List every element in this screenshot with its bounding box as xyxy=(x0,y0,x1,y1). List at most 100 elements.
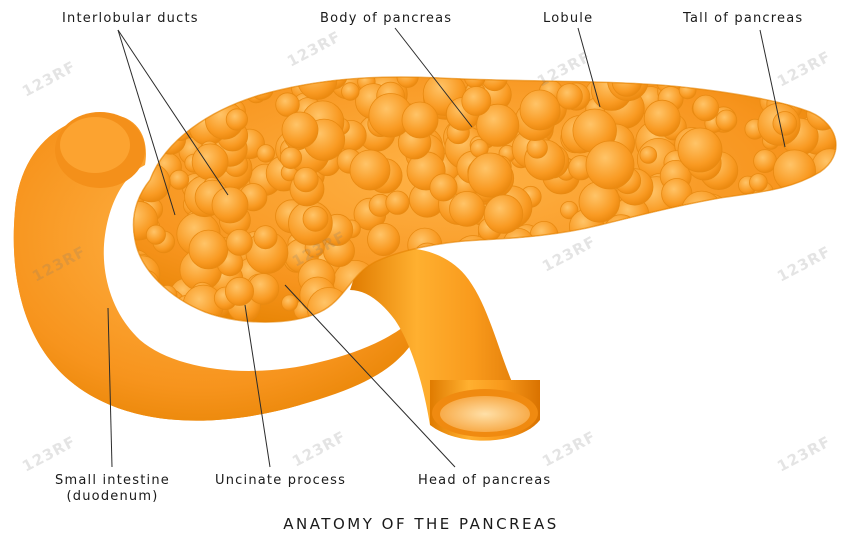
lobule-cell xyxy=(618,250,655,287)
lobule-cell xyxy=(649,223,681,255)
lobule-cell xyxy=(673,259,693,279)
lobule-cell xyxy=(683,313,702,332)
lobule-cell xyxy=(798,214,818,234)
lobule-cell xyxy=(563,266,596,299)
lobule-cell xyxy=(658,256,693,291)
lobule-cell xyxy=(226,109,247,130)
lobule-cell xyxy=(778,305,797,324)
label-small-intestine: Small intestine (duodenum) xyxy=(40,473,185,505)
lobule-cell xyxy=(477,261,505,289)
lobule-cell xyxy=(280,147,301,168)
lobule-cell xyxy=(520,90,560,130)
lobule-cell xyxy=(735,267,754,286)
lobule-cell xyxy=(669,213,689,233)
lobule-cell xyxy=(774,213,817,256)
lobule-cell xyxy=(557,84,583,110)
lobule-cell xyxy=(663,246,698,281)
lobule-cell xyxy=(743,231,759,247)
lobule-cell xyxy=(674,233,714,273)
lobule-cell xyxy=(693,95,719,121)
lobule-cell xyxy=(307,288,350,331)
lobule-cell xyxy=(818,214,842,253)
lobule-cell xyxy=(805,215,830,240)
lobule-cell xyxy=(670,223,691,244)
lobule-cell xyxy=(226,229,252,255)
lobule-cell xyxy=(450,191,485,226)
lobule-cell xyxy=(769,266,787,284)
diagram-title: ANATOMY OF THE PANCREAS xyxy=(0,515,842,533)
lobule-cell xyxy=(788,233,804,249)
lobule-cell xyxy=(464,67,485,88)
lobule-cell xyxy=(194,69,215,90)
lobule-cell xyxy=(773,112,797,136)
lobule-cell xyxy=(462,87,491,116)
lobule-cell xyxy=(593,248,612,267)
lobule-cell xyxy=(828,230,842,250)
lobule-cell xyxy=(750,174,768,192)
lobule-cell xyxy=(776,237,819,280)
lobule-cell xyxy=(230,56,270,96)
lobule-cell xyxy=(777,64,816,103)
lobule-cell xyxy=(697,302,736,341)
lobule-cell xyxy=(492,306,516,330)
label-small-intestine-line2: (duodenum) xyxy=(40,489,185,505)
lobule-cell xyxy=(714,276,734,296)
lobule-cell xyxy=(179,82,200,103)
lobule-cell xyxy=(458,244,482,268)
lobule-cell xyxy=(173,65,204,96)
lobule-cell xyxy=(595,235,637,277)
lobule-cell xyxy=(696,256,718,278)
lobule-cell xyxy=(670,232,689,251)
lobule-cell xyxy=(627,312,643,328)
lobule-cell xyxy=(766,211,793,238)
lobule-cell xyxy=(534,249,570,285)
lobule-cell xyxy=(678,128,722,172)
lobule-cell xyxy=(815,173,842,216)
lobule-cell xyxy=(644,100,680,136)
lobule-cell xyxy=(704,206,740,242)
lobule-cell xyxy=(715,258,753,296)
lobule-cell xyxy=(515,234,550,269)
lobule-cell xyxy=(282,112,318,148)
lobule-cell xyxy=(368,223,400,255)
lobule-cell xyxy=(212,187,248,223)
lobule-cell xyxy=(294,167,318,191)
lobule-cell xyxy=(575,228,596,249)
lobule-cell xyxy=(650,284,686,320)
label-small-intestine-line1: Small intestine xyxy=(40,473,185,489)
lobule-cell xyxy=(146,225,165,244)
lobule-cell xyxy=(649,219,681,251)
lobule-cell xyxy=(655,292,684,321)
lobule-cell xyxy=(650,250,672,272)
lobule-cell xyxy=(836,70,842,87)
lobule-cell xyxy=(225,277,253,305)
lobule-cell xyxy=(679,82,696,99)
lobule-cell xyxy=(350,150,390,190)
lobule-cell xyxy=(581,301,600,320)
lobule-cell xyxy=(189,230,228,269)
lobule-cell xyxy=(823,269,842,306)
lobule-cell xyxy=(170,170,189,189)
lobule-cell xyxy=(386,191,409,214)
lobule-cell xyxy=(169,69,210,110)
lobule-cell xyxy=(603,297,624,318)
lobule-cell xyxy=(167,60,199,92)
lobule-cell xyxy=(677,238,699,260)
lobule-cell xyxy=(683,240,707,264)
lobule-cell xyxy=(144,288,187,331)
lobule-cell xyxy=(484,195,523,234)
lobule-cell xyxy=(808,195,825,212)
lobule-cell xyxy=(430,174,457,201)
lobule-cell xyxy=(589,295,629,335)
lobule-cell xyxy=(797,63,822,88)
label-tail-of-pancreas: Tall of pancreas xyxy=(683,11,803,27)
lobule-cell xyxy=(818,221,842,254)
lobule-cell xyxy=(402,102,438,138)
lobule-cell xyxy=(174,92,195,113)
lobule-cell xyxy=(807,98,839,130)
lobule-cell xyxy=(468,153,512,197)
lobule-cell xyxy=(640,147,657,164)
lobule-cell xyxy=(681,191,722,232)
lobule-cell xyxy=(135,62,178,105)
